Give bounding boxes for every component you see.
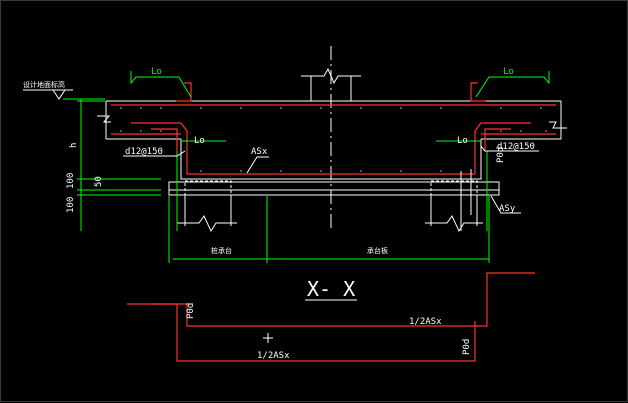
lo-top-right-label: Lo: [503, 67, 514, 77]
pile-right: [425, 180, 483, 233]
dim-h-label: h: [69, 143, 79, 148]
rebar-bottom-slab: [111, 130, 556, 175]
dim-50-label: 50: [94, 176, 104, 187]
rebar-bent: [131, 82, 531, 174]
cushion-layer: [168, 181, 500, 196]
break-symbols: [97, 115, 567, 129]
p0d-bottom-right-label: P0d: [462, 339, 472, 355]
dimension-lines: [63, 98, 490, 263]
dim-100-left-label: 100: [66, 173, 76, 189]
ground-level-label: 设计地面标高: [23, 80, 65, 89]
half-asx-bottom-label: 1/2ASx: [257, 351, 290, 361]
dim-100-bottom-label: 100: [66, 197, 76, 213]
p0d-right-label: P0d: [496, 147, 506, 163]
cross-marker: [263, 333, 273, 343]
p0d-bottom-left-label: P0d: [186, 303, 196, 319]
asx-label: ASx: [251, 147, 268, 157]
bottom-detail-outline: [127, 272, 535, 362]
half-asx-top-label: 1/2ASx: [409, 317, 442, 327]
lo-mid-left-label: Lo: [194, 136, 205, 146]
pile-left: [177, 180, 237, 233]
span-left-label: 桩承台: [211, 246, 232, 255]
ground-level-symbol: [23, 89, 73, 100]
leader-lines: [123, 145, 539, 231]
asy-label: ASy: [499, 204, 516, 214]
span-right-label: 承台板: [367, 246, 388, 255]
anchorage-lines: [130, 71, 550, 142]
lo-top-left-label: Lo: [151, 67, 162, 77]
rebar-right-label: d12@150: [497, 142, 535, 152]
column-stub-top: [301, 67, 361, 101]
slab-outline: [105, 100, 562, 180]
lo-mid-right-label: Lo: [457, 136, 468, 146]
section-title: X- X: [307, 277, 355, 301]
rebar-top: [111, 104, 556, 109]
rebar-left-label: d12@150: [125, 147, 163, 157]
